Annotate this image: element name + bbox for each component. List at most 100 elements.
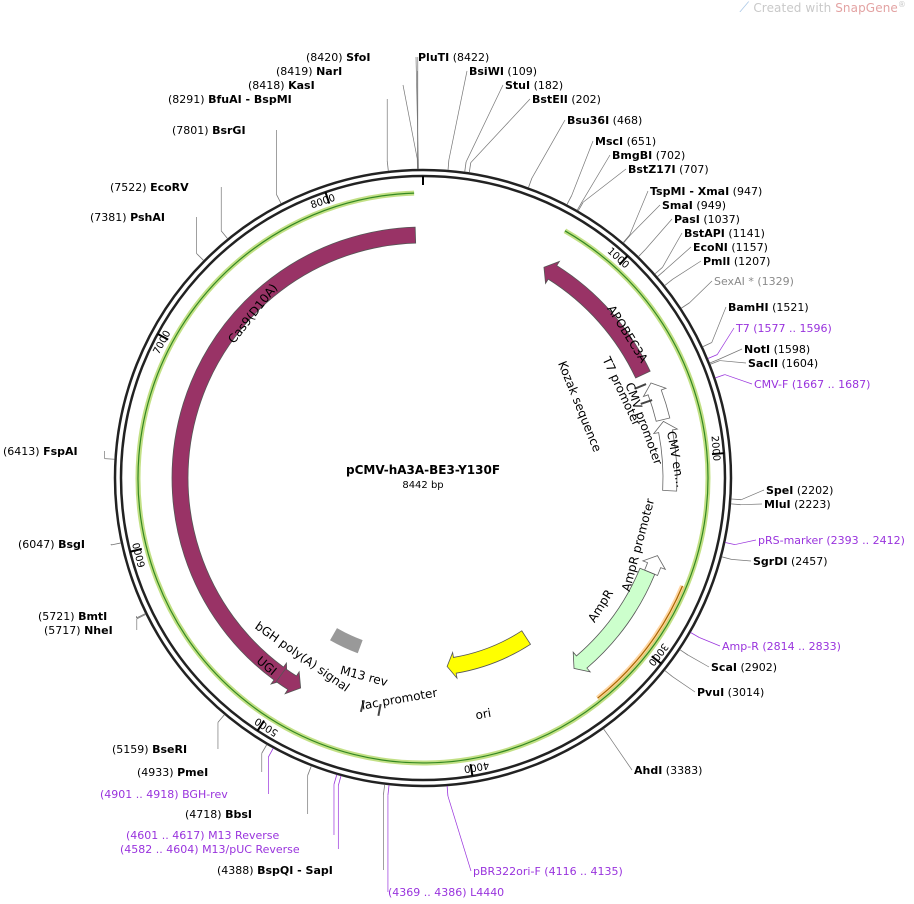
feature-kozak[interactable] [640, 399, 653, 405]
feature-cas9[interactable] [171, 226, 417, 685]
feature-lac[interactable] [377, 703, 382, 717]
site-position: (4369 .. 4386) [388, 886, 470, 899]
site-cmv-f[interactable]: CMV-F (1667 .. 1687) [715, 374, 870, 391]
site-name: M13/pUC Reverse [202, 843, 300, 856]
site-msci[interactable]: MscI (651) [566, 135, 656, 205]
site-connector [448, 70, 468, 161]
watermark-registered-mark: ® [897, 0, 906, 9]
site-connector [734, 539, 757, 545]
site-stui[interactable]: StuI (182) [464, 79, 563, 172]
site-bsgi[interactable]: (6047) BsgI [18, 538, 121, 551]
site-m13-puc-reverse[interactable]: (4582 .. 4604) M13/pUC Reverse [120, 775, 342, 856]
site-t7[interactable]: T7 (1577 .. 1596) [707, 322, 832, 359]
site-leader [111, 542, 121, 546]
site-sexai-[interactable]: SexAI * (1329) [680, 275, 794, 309]
site-bmti[interactable]: (5721) BmtI [38, 610, 146, 623]
site-position: (3014) [724, 686, 764, 699]
site-position: (8419) [276, 65, 316, 78]
site-pasi[interactable]: PasI (1037) [638, 213, 740, 257]
site-position: (2457) [787, 555, 827, 568]
site-bsiwi[interactable]: BsiWI (109) [447, 65, 537, 171]
site-position: (1604) [778, 357, 818, 370]
site-bstz17i[interactable]: BstZ17I (707) [577, 163, 709, 212]
site-position: (3383) [662, 764, 702, 777]
feature-ampr-prom[interactable] [641, 555, 667, 577]
site-sfoi[interactable]: (8420) SfoI [306, 51, 419, 170]
site-label: pRS-marker (2393 .. 2412) [758, 534, 905, 547]
site-bmgbi[interactable]: BmgBI (702) [576, 149, 685, 211]
feature-bgh[interactable] [330, 628, 363, 654]
site-fspai[interactable]: (6413) FspAI [3, 445, 115, 460]
site-label: AhdI (3383) [634, 764, 702, 777]
site-smai[interactable]: SmaI (949) [623, 199, 726, 244]
site-name: StuI [505, 79, 530, 92]
site-spei[interactable]: SpeI (2202) [731, 484, 833, 501]
site-connector [629, 204, 661, 236]
site-tspmi-xmai[interactable]: TspMI - XmaI (947) [622, 185, 762, 243]
site-amp-r[interactable]: Amp-R (2814 .. 2833) [690, 632, 841, 654]
site-bgh-rev[interactable]: (4901 .. 4918) BGH-rev [100, 748, 274, 801]
site-leader [679, 649, 689, 656]
site-nari[interactable]: (8419) NarI [276, 65, 419, 170]
site-position: (1667 .. 1687) [788, 378, 870, 391]
site-position: (8291) [168, 93, 208, 106]
site-bsteii[interactable]: BstEII (202) [468, 93, 601, 173]
site-position: (5159) [112, 743, 152, 756]
site-bbsi[interactable]: (4718) BbsI [185, 765, 312, 821]
site-prs-marker[interactable]: pRS-marker (2393 .. 2412) [725, 534, 905, 547]
site-bseri[interactable]: (5159) BseRI [112, 714, 225, 756]
site-sacii[interactable]: SacII (1604) [710, 357, 818, 370]
site-ecorv[interactable]: (7522) EcoRV [110, 181, 228, 239]
site-pvui[interactable]: PvuI (3014) [664, 670, 765, 699]
feature-cmv-enh[interactable] [652, 420, 679, 492]
site-name: SmaI [662, 199, 693, 212]
site-pluti[interactable]: PluTI (8422) [415, 51, 489, 170]
site-leader [468, 162, 472, 173]
site-name: FspAI [43, 445, 78, 458]
site-position: (7522) [110, 181, 150, 194]
site-econi[interactable]: EcoNI (1157) [657, 241, 768, 277]
feature-m13rev[interactable] [359, 700, 365, 713]
site-connector [531, 119, 566, 179]
site-label: NotI (1598) [744, 343, 810, 356]
feature-ori[interactable] [446, 630, 532, 680]
site-bspqi-sapi[interactable]: (4388) BspQI - SapI [217, 784, 386, 877]
site-pshai[interactable]: (7381) PshAI [90, 211, 204, 261]
feature-t7prom[interactable] [634, 383, 647, 390]
feature-ugi[interactable] [275, 668, 302, 695]
site-label: SacII (1604) [748, 357, 818, 370]
site-bsu36i[interactable]: Bsu36I (468) [528, 114, 642, 188]
site-label: pBR322ori-F (4116 .. 4135) [473, 865, 623, 878]
site-position: (4116 .. 4135) [541, 865, 623, 878]
site-pmei[interactable]: (4933) PmeI [137, 744, 268, 779]
site-label: MluI (2223) [764, 498, 831, 511]
site-connector [672, 260, 702, 280]
site-leader [464, 161, 467, 172]
site-leader [654, 266, 663, 275]
site-ahdi[interactable]: AhdI (3383) [603, 728, 702, 777]
site-l4440[interactable]: (4369 .. 4386) L4440 [387, 785, 504, 899]
site-connector [571, 140, 594, 196]
feature-cmv-prom[interactable] [642, 382, 671, 422]
site-label: (4718) BbsI [185, 808, 252, 821]
site-leader [721, 556, 732, 560]
site-pmli[interactable]: PmlI (1207) [664, 255, 771, 286]
site-kasi[interactable]: (8418) KasI [248, 79, 418, 170]
site-bfuai-bspmi[interactable]: (8291) BfuAI - BspMI [168, 93, 389, 171]
feature-ampr[interactable] [572, 567, 656, 673]
site-bstapi[interactable]: BstAPI (1141) [654, 227, 765, 275]
site-bamhi[interactable]: BamHI (1521) [702, 301, 809, 348]
site-position: (5721) [38, 610, 78, 623]
site-mlui[interactable]: MluI (2223) [730, 498, 831, 511]
site-nhei[interactable]: (5717) NheI [44, 614, 146, 637]
site-connector [447, 795, 472, 872]
site-noti[interactable]: NotI (1598) [709, 343, 810, 364]
site-label: (8419) NarI [276, 65, 342, 78]
site-m13-reverse[interactable]: (4601 .. 4617) M13 Reverse [126, 774, 338, 842]
feature-apobec3a[interactable] [543, 260, 651, 379]
site-bsrgi[interactable]: (7801) BsrGI [172, 124, 282, 204]
site-sgrdi[interactable]: SgrDI (2457) [721, 555, 828, 568]
site-pbr322ori-f[interactable]: pBR322ori-F (4116 .. 4135) [446, 786, 623, 878]
site-scai[interactable]: ScaI (2902) [679, 649, 777, 674]
site-leader [657, 269, 666, 277]
